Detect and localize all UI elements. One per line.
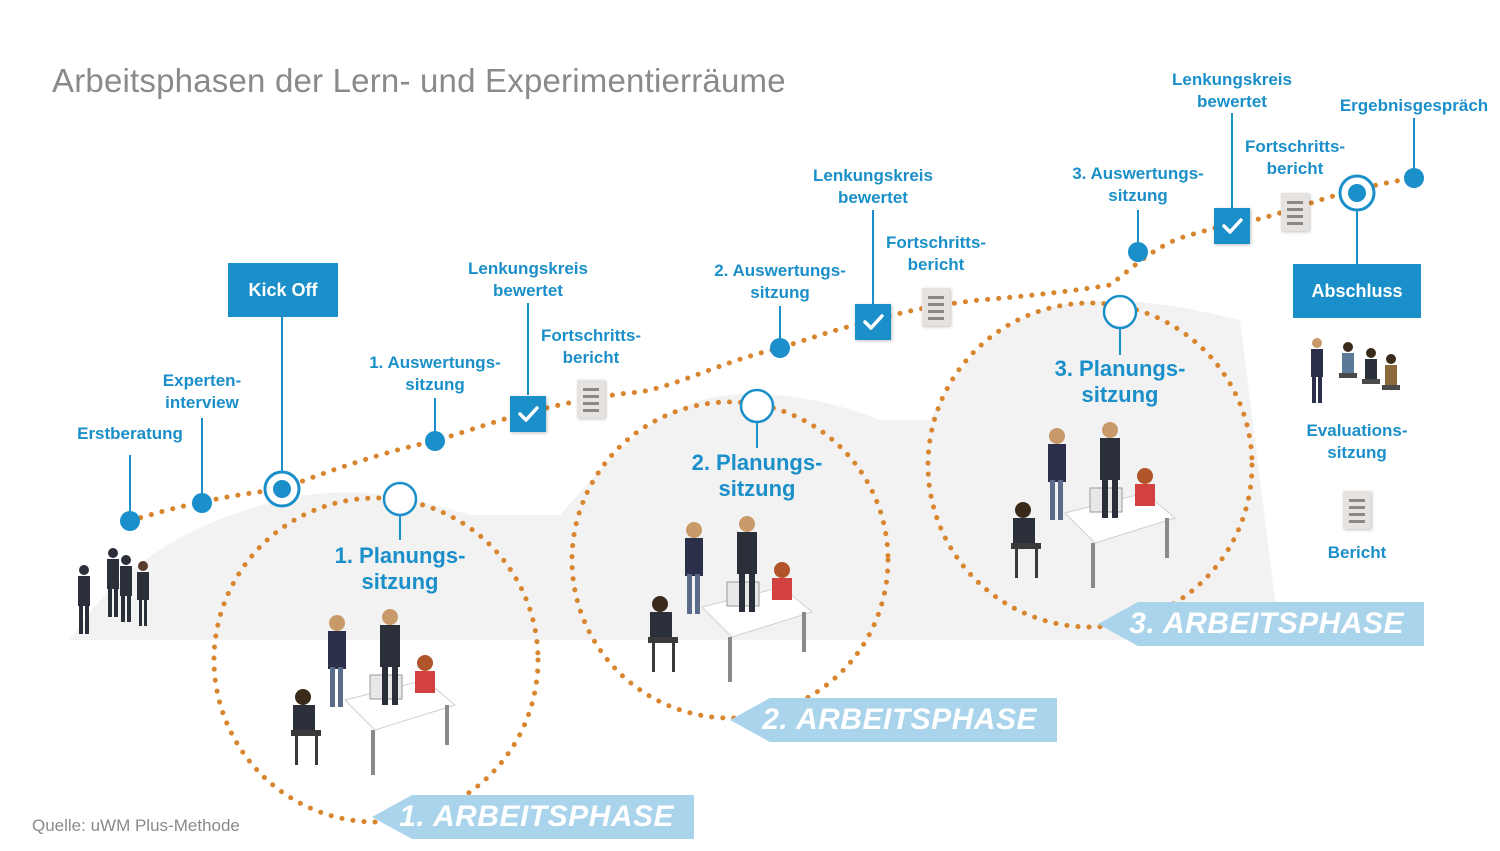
ausw1-line2: sitzung xyxy=(405,375,465,394)
label-evaluationssitzung: Evaluations-sitzung xyxy=(1306,420,1407,464)
planning-circle-1 xyxy=(211,495,541,825)
kickoff-box: Kick Off xyxy=(228,263,338,317)
fort1-line2: bericht xyxy=(562,348,620,367)
label-bericht: Bericht xyxy=(1328,542,1387,564)
label-fortschritt-2: Fortschritts-bericht xyxy=(886,232,986,276)
planning-2-line2: sitzung xyxy=(718,476,796,501)
planning-2-line1: 2. Planungs- xyxy=(691,450,823,475)
eval-line2: sitzung xyxy=(1327,443,1387,462)
lenk1-line2: bewertet xyxy=(493,281,563,300)
experten-line2: interview xyxy=(165,393,239,412)
label-auswertung-2: 2. Auswertungs-sitzung xyxy=(714,260,846,304)
planning-label-3: 3. Planungs-sitzung xyxy=(1055,356,1186,408)
checkbox-icon xyxy=(855,304,891,340)
lenk2-line2: bewertet xyxy=(838,188,908,207)
ausw2-line2: sitzung xyxy=(750,283,810,302)
phase-banner-3: 3. ARBEITSPHASE xyxy=(1098,602,1424,646)
planning-1-line1: 1. Planungs- xyxy=(334,543,466,568)
erstberatung-text: Erstberatung xyxy=(77,424,183,443)
fort2-line1: Fortschritts- xyxy=(885,233,987,252)
lenk3-line2: bewertet xyxy=(1197,92,1267,111)
experten-line1: Experten- xyxy=(162,371,242,390)
ergebnis-text: Ergebnisgespräch xyxy=(1339,96,1489,115)
ausw3-line1: 3. Auswertungs- xyxy=(1072,164,1204,183)
planning-1-line2: sitzung xyxy=(361,569,439,594)
document-icon xyxy=(577,380,605,418)
ground-shadow xyxy=(70,300,1280,640)
abschluss-box: Abschluss xyxy=(1293,264,1421,318)
planning-label-2: 2. Planungs-sitzung xyxy=(692,450,823,502)
label-experteninterview: Experten-interview xyxy=(163,370,241,414)
label-fortschritt-1: Fortschritts-bericht xyxy=(541,325,641,369)
planning-circle-2 xyxy=(569,399,891,721)
document-icon xyxy=(1343,491,1371,529)
eval-line1: Evaluations- xyxy=(1306,421,1408,440)
label-lenkungskreis-3: Lenkungskreis bewertet xyxy=(1172,69,1292,113)
fort3-line1: Fortschritts- xyxy=(1244,137,1346,156)
lenk1-line1: Lenkungskreis xyxy=(468,259,588,278)
planning-marker-1 xyxy=(382,481,418,517)
source-note: Quelle: uWM Plus-Methode xyxy=(32,816,240,835)
planning-3-line2: sitzung xyxy=(1081,382,1159,407)
label-lenkungskreis-2: Lenkungskreis bewertet xyxy=(813,165,933,209)
label-ergebnisgespraech: Ergebnisgespräch xyxy=(1340,95,1488,117)
label-auswertung-3: 3. Auswertungs-sitzung xyxy=(1072,163,1204,207)
planning-3-line1: 3. Planungs- xyxy=(1054,356,1186,381)
ausw3-line2: sitzung xyxy=(1108,186,1168,205)
meeting-scene-1-icon xyxy=(291,609,457,775)
lenk2-line1: Lenkungskreis xyxy=(813,166,933,185)
checkbox-icon xyxy=(1214,208,1250,244)
meeting-scene-2-icon xyxy=(648,516,814,682)
milestone-dots xyxy=(120,168,1424,531)
label-fortschritt-3: Fortschritts-bericht xyxy=(1245,136,1345,180)
kickoff-target-icon xyxy=(263,470,301,508)
label-auswertung-1: 1. Auswertungs-sitzung xyxy=(369,352,501,396)
document-icon xyxy=(1281,193,1309,231)
start-people-icon xyxy=(78,548,149,634)
planning-marker-3 xyxy=(1102,294,1138,330)
label-erstberatung: Erstberatung xyxy=(77,423,183,445)
document-icon xyxy=(922,288,950,326)
phase-banner-2: 2. ARBEITSPHASE xyxy=(730,698,1057,742)
abschluss-target-icon xyxy=(1338,174,1376,212)
fort2-line2: bericht xyxy=(907,255,965,274)
checkbox-icon xyxy=(510,396,546,432)
planning-label-1: 1. Planungs-sitzung xyxy=(335,543,466,595)
lenk3-line1: Lenkungskreis xyxy=(1172,70,1292,89)
page-title: Arbeitsphasen der Lern- und Experimentie… xyxy=(52,62,786,99)
label-lenkungskreis-1: Lenkungskreis bewertet xyxy=(468,258,588,302)
phase-banner-1: 1. ARBEITSPHASE xyxy=(372,795,694,839)
planning-circle-3 xyxy=(925,300,1255,630)
meeting-scene-3-icon xyxy=(1011,422,1177,588)
ausw2-line1: 2. Auswertungs- xyxy=(714,261,846,280)
bericht-text: Bericht xyxy=(1327,543,1387,562)
evaluation-people-icon xyxy=(1311,338,1400,403)
planning-marker-2 xyxy=(739,388,775,424)
fort3-line2: bericht xyxy=(1266,159,1324,178)
fort1-line1: Fortschritts- xyxy=(540,326,642,345)
ausw1-line1: 1. Auswertungs- xyxy=(369,353,501,372)
